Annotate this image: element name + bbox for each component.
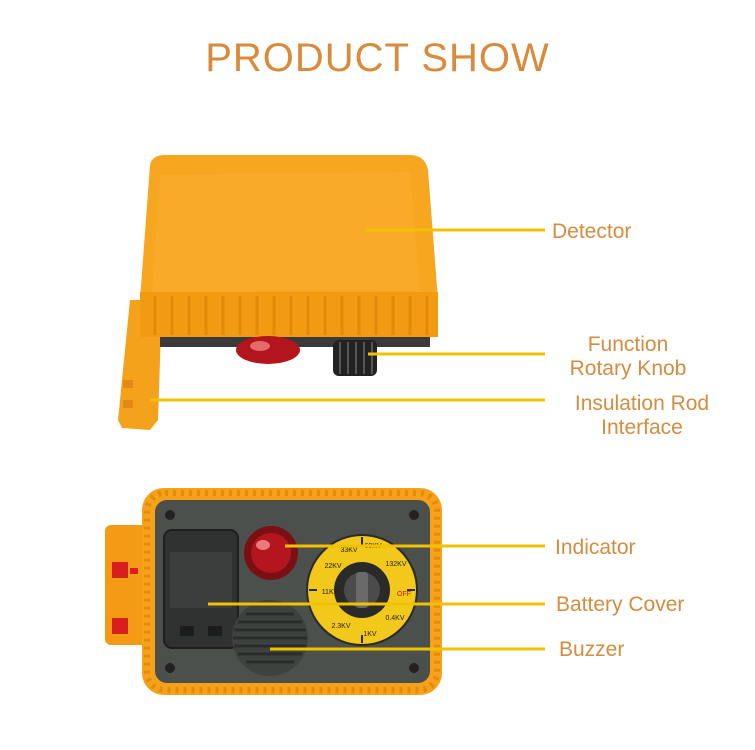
label-buzzer: Buzzer bbox=[559, 638, 625, 661]
label-indicator: Indicator bbox=[555, 536, 636, 559]
dial-mark: 11KV bbox=[322, 589, 339, 596]
dial-mark: 132KV bbox=[385, 561, 406, 568]
label-battery-cover: Battery Cover bbox=[556, 593, 685, 616]
dial-mark: 0.4KV bbox=[385, 615, 404, 622]
label-insulation-rod-line2: Interface bbox=[601, 416, 683, 439]
label-detector: Detector bbox=[552, 220, 632, 243]
dial-mark: OFF bbox=[397, 591, 411, 598]
label-rotary-knob-line2: Rotary Knob bbox=[569, 357, 687, 380]
dial-mark: 1KV bbox=[363, 631, 377, 638]
label-insulation-rod-line1: Insulation Rod bbox=[574, 392, 710, 415]
detector-side-view bbox=[118, 155, 438, 430]
front-panel-view: 11KV 22KV 33KV 69KV 132KV OFF 0.4KV 1KV … bbox=[105, 488, 442, 695]
dial-mark: 33KV bbox=[340, 547, 357, 554]
dial-mark: 22KV bbox=[324, 563, 341, 570]
page-title: PRODUCT SHOW bbox=[205, 36, 550, 80]
rib-lines bbox=[153, 296, 429, 335]
label-rotary-knob: Function Rotary Knob bbox=[553, 333, 703, 381]
dial-mark: 2.3KV bbox=[331, 623, 350, 630]
label-insulation-rod: Insulation Rod Interface bbox=[553, 392, 731, 440]
leader-lines bbox=[150, 228, 545, 651]
label-rotary-knob-line1: Function bbox=[587, 333, 669, 356]
